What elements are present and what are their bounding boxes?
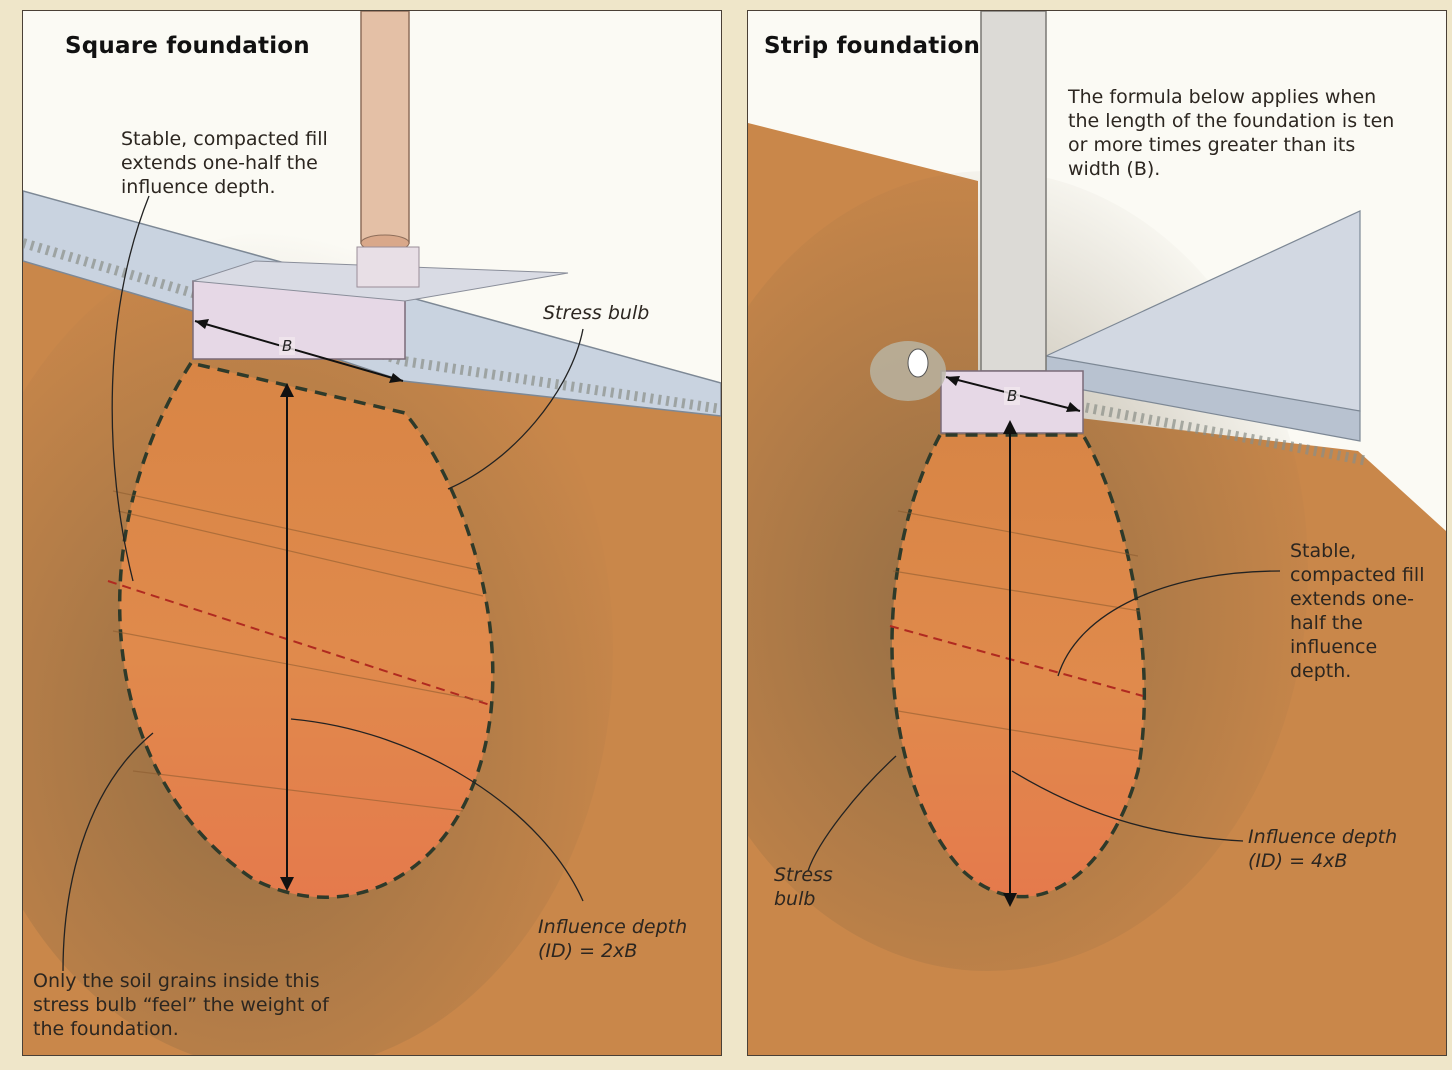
strip-foundation-panel: Strip foundation The formula below appli… (747, 10, 1447, 1056)
influence-depth-label: Influence depth (ID) = 4xB (1248, 825, 1408, 873)
column-plate (357, 247, 419, 287)
fill-note: Stable, compacted fill extends one-half … (1290, 539, 1430, 683)
panel-title: Square foundation (65, 33, 310, 59)
formula-note: The formula below applies when the lengt… (1068, 85, 1408, 181)
drain-pipe (908, 349, 928, 377)
drain-gravel (870, 341, 946, 401)
stress-bulb-label: Stress bulb (774, 863, 844, 911)
bottom-note: Only the soil grains inside this stress … (33, 969, 343, 1041)
influence-depth-label: Influence depth (ID) = 2xB (538, 915, 708, 963)
stress-bulb-label: Stress bulb (543, 301, 649, 325)
fill-note: Stable, compacted fill extends one-half … (121, 127, 351, 199)
width-symbol: B (1004, 387, 1020, 405)
foundation-wall (981, 11, 1046, 371)
width-symbol: B (279, 337, 295, 355)
column-post (361, 11, 409, 243)
panel-title: Strip foundation (764, 33, 980, 59)
square-foundation-panel: Square foundation Stable, compacted fill… (22, 10, 722, 1056)
